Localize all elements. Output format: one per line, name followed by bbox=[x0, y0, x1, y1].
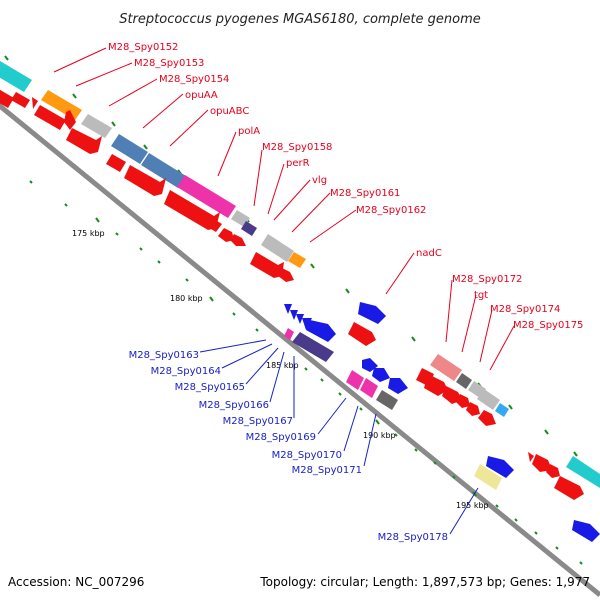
cog-inner-darkgrey-1 bbox=[376, 390, 398, 410]
gene-label-M28_Spy0154: M28_Spy0154 bbox=[159, 74, 229, 85]
cds-rev-11 bbox=[572, 520, 600, 542]
cds-fwd-25 bbox=[554, 476, 584, 500]
cog-block-orange-1 bbox=[41, 90, 82, 120]
gene-label-M28_Spy0175: M28_Spy0175 bbox=[513, 320, 583, 331]
cds-rev-9 bbox=[388, 378, 408, 394]
cds-fwd-10 bbox=[206, 218, 222, 232]
cog-block-cyan-2 bbox=[566, 456, 600, 488]
cds-fwd-11 bbox=[218, 228, 234, 242]
gene-label-M28_Spy0158: M28_Spy0158 bbox=[262, 142, 332, 153]
top-labels: M28_Spy0152 M28_Spy0153 M28_Spy0154 opuA… bbox=[108, 42, 583, 331]
genome-summary-text: Topology: circular; Length: 1,897,573 bp… bbox=[259, 575, 590, 589]
top-label-leaders bbox=[53, 47, 515, 371]
cog-block-darkgrey-1 bbox=[456, 373, 472, 389]
backbone-outer bbox=[0, 102, 600, 597]
gene-label-M28_Spy0178: M28_Spy0178 bbox=[378, 532, 448, 543]
cds-rev-2 bbox=[284, 304, 292, 314]
gene-label-M28_Spy0172: M28_Spy0172 bbox=[452, 274, 522, 285]
cds-fwd-1 bbox=[0, 89, 14, 108]
cds-rev-5 bbox=[302, 318, 312, 330]
cds-fwd-4 bbox=[34, 105, 66, 130]
bottom-labels: M28_Spy0163 M28_Spy0164 M28_Spy0165 M28_… bbox=[129, 350, 448, 543]
cds-fwd-14 bbox=[278, 268, 294, 282]
gene-label-polA: polA bbox=[238, 126, 260, 137]
gene-label-M28_Spy0162: M28_Spy0162 bbox=[356, 205, 426, 216]
cds-rev-10 bbox=[486, 456, 514, 478]
gene-label-vlg: vlg bbox=[312, 175, 327, 186]
gene-label-nadC: nadC bbox=[416, 248, 442, 259]
cog-block-pink-1 bbox=[430, 354, 462, 381]
cds-fwd-9 bbox=[164, 190, 220, 230]
cog-track bbox=[0, 60, 600, 488]
cds-fwd-12 bbox=[230, 234, 246, 246]
cds-rev-1 bbox=[358, 302, 386, 324]
cds-rev-4 bbox=[296, 314, 304, 324]
cds-fwd-8 bbox=[124, 165, 166, 196]
tick-row-inner bbox=[29, 180, 583, 565]
cds-fwd-21 bbox=[478, 410, 496, 426]
cds-fwd-3 bbox=[32, 97, 38, 109]
bottom-label-leaders bbox=[199, 339, 479, 535]
cog-block-purple-1 bbox=[241, 221, 257, 236]
gene-label-M28_Spy0153: M28_Spy0153 bbox=[134, 58, 204, 69]
cog-block-cyan-1 bbox=[0, 60, 32, 92]
cog-block-steelblue-1 bbox=[111, 134, 148, 164]
cog-track-inner bbox=[284, 328, 502, 490]
kbp-label-190: 190 kbp bbox=[363, 431, 396, 440]
cog-block-steelblue-2 bbox=[141, 153, 186, 188]
gene-label-M28_Spy0163: M28_Spy0163 bbox=[129, 350, 199, 361]
cds-fwd-18 bbox=[442, 386, 462, 404]
cds-fwd-13 bbox=[250, 252, 284, 278]
cds-fwd-6 bbox=[66, 128, 102, 154]
kbp-label-185: 185 kbp bbox=[266, 361, 299, 370]
cog-block-magenta-1 bbox=[177, 175, 236, 218]
cog-inner-magenta-1 bbox=[284, 328, 294, 340]
gene-label-M28_Spy0164: M28_Spy0164 bbox=[151, 366, 221, 377]
gene-label-M28_Spy0171: M28_Spy0171 bbox=[292, 465, 362, 476]
gene-label-M28_Spy0169: M28_Spy0169 bbox=[246, 432, 316, 443]
gene-label-M28_Spy0165: M28_Spy0165 bbox=[175, 382, 245, 393]
backbone-inner bbox=[0, 109, 600, 600]
gene-label-perR: perR bbox=[286, 158, 310, 169]
map-title: Streptococcus pyogenes MGAS6180, complet… bbox=[119, 12, 481, 27]
gene-label-opuAA: opuAA bbox=[185, 90, 218, 101]
cds-fwd-2 bbox=[11, 92, 30, 108]
accession-text: Accession: NC_007296 bbox=[8, 575, 144, 589]
cds-fwd-19 bbox=[456, 394, 470, 408]
cog-block-grey-5 bbox=[477, 389, 500, 410]
kbp-label-180: 180 kbp bbox=[170, 294, 203, 303]
kbp-label-175: 175 kbp bbox=[72, 229, 105, 238]
cds-rev-8 bbox=[372, 368, 390, 382]
cog-block-lightblue-1 bbox=[495, 403, 509, 417]
kbp-label-195: 195 kbp bbox=[456, 501, 489, 510]
cog-block-grey-1 bbox=[81, 114, 112, 138]
gene-label-M28_Spy0152: M28_Spy0152 bbox=[108, 42, 178, 53]
cds-fwd-23 bbox=[532, 454, 552, 472]
cds-fwd-22 bbox=[528, 452, 534, 462]
gene-label-tgt: tgt bbox=[474, 290, 488, 301]
cds-fwd-7 bbox=[106, 154, 126, 172]
cds-fwd-20 bbox=[466, 402, 480, 416]
cds-rev-6 bbox=[306, 320, 336, 342]
cds-track-reverse bbox=[284, 302, 600, 542]
cds-fwd-5 bbox=[64, 110, 76, 130]
cog-block-orange-2 bbox=[288, 252, 306, 268]
cds-fwd-17 bbox=[424, 374, 448, 396]
cds-fwd-15 bbox=[348, 322, 376, 346]
cog-inner-khaki-1 bbox=[474, 464, 502, 490]
cog-inner-magenta-2 bbox=[346, 370, 364, 390]
cog-block-grey-3 bbox=[261, 234, 294, 262]
cds-rev-3 bbox=[290, 310, 298, 320]
gene-label-M28_Spy0166: M28_Spy0166 bbox=[199, 400, 269, 411]
cds-track-forward bbox=[0, 89, 584, 500]
gene-label-M28_Spy0161: M28_Spy0161 bbox=[330, 188, 400, 199]
cog-inner-magenta-3 bbox=[360, 378, 378, 398]
cog-inner-purple-1 bbox=[292, 332, 334, 362]
gene-label-opuABC: opuABC bbox=[210, 106, 249, 117]
gene-label-M28_Spy0170: M28_Spy0170 bbox=[272, 450, 342, 461]
gene-label-M28_Spy0167: M28_Spy0167 bbox=[223, 416, 293, 427]
cds-fwd-24 bbox=[546, 464, 560, 478]
gene-label-M28_Spy0174: M28_Spy0174 bbox=[490, 304, 560, 315]
